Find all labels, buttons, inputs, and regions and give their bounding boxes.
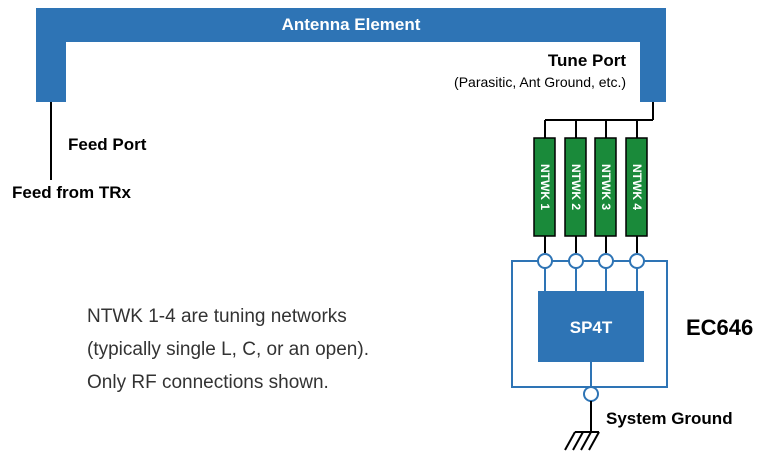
sp4t-switch-label: SP4T [570,318,613,337]
switch-port-wires [544,268,638,387]
rf-port-3 [598,253,614,269]
rf-port-4 [629,253,645,269]
rf-port-2 [568,253,584,269]
rf-port-1 [537,253,553,269]
ground-symbol [564,401,600,451]
network-port-wires [544,236,638,253]
antenna-element [36,8,666,102]
antenna-element-title: Antenna Element [282,15,421,34]
feed-from-trx-label: Feed from TRx [12,183,132,202]
note-line-2: (typically single L, C, or an open). [87,339,369,360]
note-line-3: Only RF connections shown. [87,372,329,393]
network-3: NTWK 3 [594,137,617,237]
tune-port-sublabel: (Parasitic, Ant Ground, etc.) [454,74,626,90]
network-4: NTWK 4 [625,137,648,237]
feed-port-label: Feed Port [68,135,147,154]
sp4t-switch [538,291,644,362]
rf-port-circles [537,253,645,402]
note-line-1: NTWK 1-4 are tuning networks [87,306,347,327]
network-1: NTWK 1 [533,137,556,237]
system-ground-label: System Ground [606,409,733,428]
network-3-label: NTWK 3 [599,164,613,210]
part-number-label: EC646 [686,315,753,340]
network-1-label: NTWK 1 [538,164,552,210]
network-2: NTWK 2 [564,137,587,237]
tune-port-wiring [544,102,654,138]
rf-port-common [583,386,599,402]
note-text: NTWK 1-4 are tuning networks (typically … [87,306,369,393]
tune-port-label: Tune Port [548,51,626,70]
network-2-label: NTWK 2 [569,164,583,210]
network-4-label: NTWK 4 [630,164,644,210]
